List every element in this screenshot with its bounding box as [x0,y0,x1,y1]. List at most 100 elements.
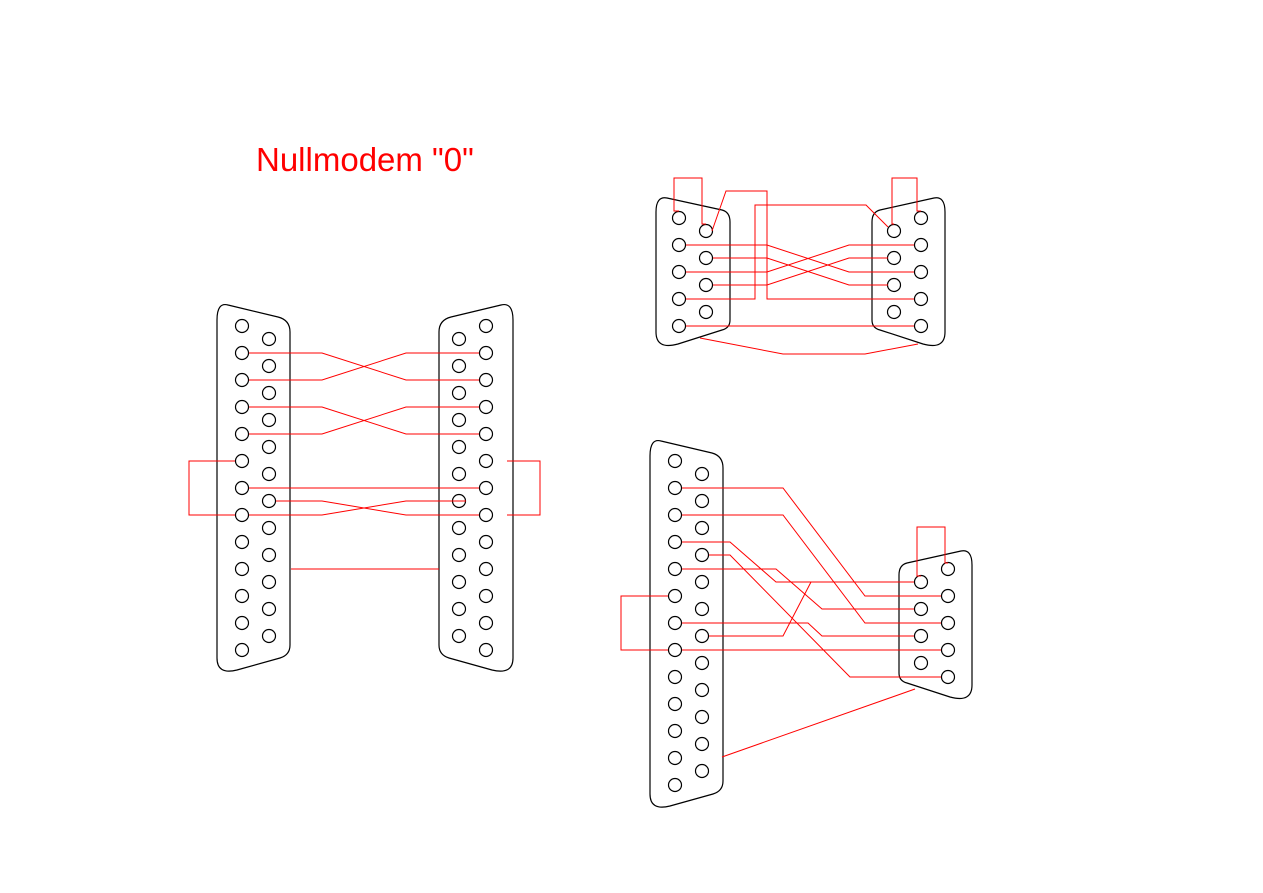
wire [682,568,914,610]
pin [261,466,277,482]
pin [667,615,683,631]
pin [886,250,902,266]
pin [671,210,687,226]
pin [478,561,494,577]
pin [478,399,494,415]
panel-db9-to-db9 [655,177,946,355]
pin [261,439,277,455]
pin [667,561,683,577]
pin [478,588,494,604]
wire [686,204,889,300]
pin [234,507,250,523]
pin [234,561,250,577]
pin [451,412,467,428]
pin [913,574,929,590]
pin [234,642,250,658]
wires-db9-to-db9 [673,177,921,355]
pin [234,318,250,334]
pin [234,426,250,442]
pin [234,480,250,496]
panel-db25-to-db25 [188,303,541,672]
pin [913,237,929,253]
wire [699,337,919,355]
wires-db25-to-db9 [620,487,948,758]
wire [507,460,541,516]
pin [667,642,683,658]
pin [698,250,714,266]
pin [886,277,902,293]
pin [451,331,467,347]
pin [694,628,710,644]
pin [451,466,467,482]
pin [234,615,250,631]
pin [694,547,710,563]
wire [682,514,941,624]
pin [913,210,929,226]
pin [478,453,494,469]
wire [709,554,941,678]
pin [667,507,683,523]
wire [682,622,914,637]
pin [667,750,683,766]
pin [940,561,956,577]
wire [620,595,668,651]
pin [667,588,683,604]
pin [698,277,714,293]
pin [451,574,467,590]
pin [478,372,494,388]
db9-bottom-connector [898,550,973,700]
wire [188,460,235,516]
pin [451,385,467,401]
pin [694,682,710,698]
pin [940,642,956,658]
wire [709,581,914,637]
pin-row-outer [667,453,683,793]
pin-row-inner [694,466,710,779]
pin [478,480,494,496]
pin [234,399,250,415]
pin [694,709,710,725]
pin [234,345,250,361]
pin [478,507,494,523]
pin [261,331,277,347]
db25-bottom-connector [649,439,724,808]
wire [686,244,914,273]
pin [261,358,277,374]
pin [913,601,929,617]
pin [478,345,494,361]
pin [261,574,277,590]
pin [667,534,683,550]
pin [261,547,277,563]
pin [913,264,929,280]
pin-row-outer [234,318,250,658]
wire [711,190,914,300]
pin [667,480,683,496]
pin [234,453,250,469]
pin [478,615,494,631]
pin [451,439,467,455]
pin [451,520,467,536]
pin [261,628,277,644]
pin [940,669,956,685]
wire [682,487,941,597]
pin [913,291,929,307]
pin [694,466,710,482]
pin [478,642,494,658]
pin [451,547,467,563]
pin-row-inner [261,331,277,644]
pin [698,223,714,239]
pin [667,669,683,685]
pin [478,534,494,550]
pin [261,520,277,536]
pin [886,223,902,239]
wire [249,406,479,435]
pin [940,588,956,604]
pin [667,453,683,469]
panel-db25-to-db9 [620,439,973,808]
pin [261,385,277,401]
pin [667,777,683,793]
pin [234,588,250,604]
pin [694,763,710,779]
connector-shell [898,550,973,700]
